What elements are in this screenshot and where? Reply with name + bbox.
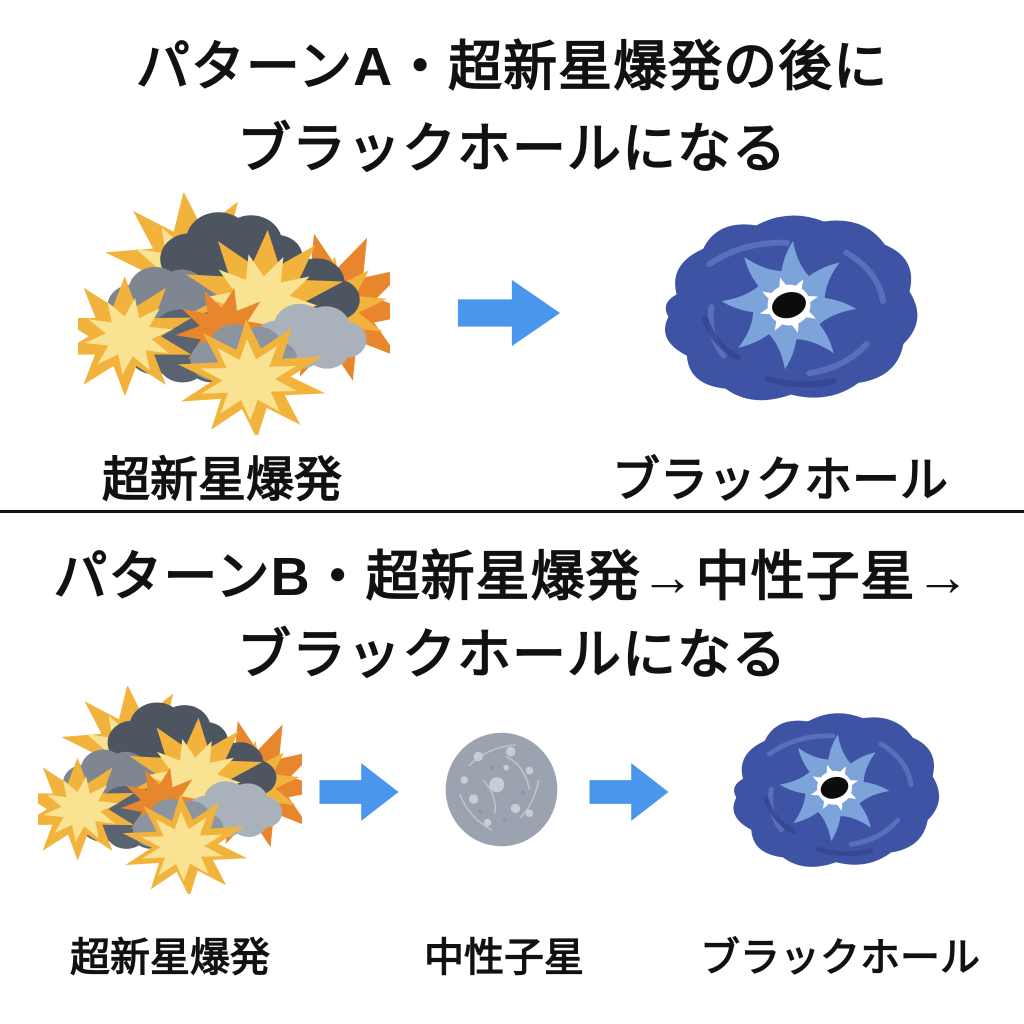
pattern-b-title-line1: パターンB・超新星爆発→中性子星→ [53,547,971,607]
arrow-right-icon-b2 [589,763,669,821]
arrow-right-icon-b1 [319,763,399,821]
supernova-illustration-b [38,686,302,894]
label-supernova-b: 超新星爆発 [70,936,270,980]
pattern-a-title-line2: ブラックホールになる [237,119,787,179]
label-neutron-star: 中性子星 [424,936,584,980]
section-divider [0,510,1024,513]
pattern-b-title-line2: ブラックホールになる [237,625,787,685]
black-hole-illustration-b [718,702,951,880]
arrow-right-icon-a [457,279,561,347]
neutron-star-illustration [444,731,559,848]
label-black-hole-a: ブラックホール [611,454,949,507]
supernova-illustration-a [78,193,390,435]
black-hole-illustration-a [646,202,932,416]
label-supernova-a: 超新星爆発 [101,454,343,507]
pattern-a-title-line1: パターンA・超新星爆発の後に [135,37,889,97]
label-black-hole-b: ブラックホール [700,936,980,980]
